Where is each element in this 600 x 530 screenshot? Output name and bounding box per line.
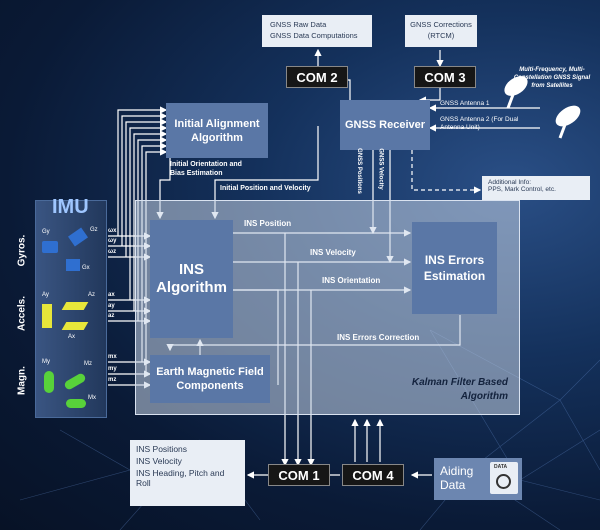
additional-info-detail: PPS, Mark Control, etc. [488,186,556,193]
com2-port: COM 2 [286,66,348,88]
com1-port: COM 1 [268,464,330,486]
initial-alignment-box: Initial Alignment Algorithm [166,103,268,158]
gnss-velocity-label: GNSS Velocity [377,148,384,190]
com4-port: COM 4 [342,464,404,486]
output-item: INS Velocity [136,456,182,466]
kalman-label: Kalman Filter Based Algorithm [411,377,508,402]
gyro-label-x: Gx [82,265,90,271]
initial-orientation-label: Initial Orientation and Bias Estimation [170,161,242,177]
satellite-dish-icon-2 [548,102,588,140]
initial-pos-vel-label: Initial Position and Velocity [220,185,311,192]
ins-errors-box: INS Errors Estimation [412,222,497,314]
ins-errors-correction-label: INS Errors Correction [337,333,420,342]
imu-group-accels: Accels. [16,295,28,332]
accel-label-z: Az [88,292,96,298]
gnss-receiver-box: GNSS Receiver [340,100,430,150]
gyro-label-y: Gy [42,229,50,235]
signal-my: my [108,366,117,372]
imu-title: IMU [52,196,89,218]
antenna1-label: GNSS Antenna 1 [440,100,490,107]
signal-mz: mz [108,377,117,383]
signal-ax: ax [108,292,115,298]
signal-wz: ωz [108,249,117,255]
gnss-corrections-box: GNSS Corrections (RTCM) [405,15,477,47]
signal-az: az [108,313,115,319]
signal-wx: ωx [108,228,117,234]
gyro-sensor-icon: Gy Gz Gx [40,225,100,280]
signal-ay: ay [108,303,115,309]
accel-label-x: Ax [68,334,76,340]
magn-label-y: My [42,359,50,365]
signal-mx: mx [108,354,117,360]
data-icon-text: DATA [494,464,508,470]
output-item: INS Heading, Pitch and Roll [136,468,225,488]
ins-orientation-label: INS Orientation [322,276,381,285]
gnss-computations-item: GNSS Data Computations [270,31,358,40]
magn-sensor-icon: My Mz Mx [40,355,100,415]
additional-info-box: Additional Info: PPS, Mark Control, etc. [482,176,590,200]
additional-info-title: Additional Info: [488,179,532,186]
output-item: INS Positions [136,444,188,454]
imu-group-magn: Magn. [16,366,28,395]
corrections-line1: GNSS Corrections [410,20,472,29]
gyro-label-z: Gz [90,227,98,233]
magn-label-x: Mx [88,395,96,401]
antenna2-label: GNSS Antenna 2 (For Dual Antenna Unit) [440,116,519,131]
earth-magnetic-box: Earth Magnetic Field Components [150,355,270,403]
accel-label-y: Ay [42,292,49,298]
aiding-data-label: Aiding Data [440,464,474,492]
gnss-raw-data-box: GNSS Raw Data GNSS Data Computations [262,15,372,47]
com3-port: COM 3 [414,66,476,88]
accel-sensor-icon: Ay Az Ax [40,290,100,345]
ins-algorithm-box: INS Algorithm [150,220,233,338]
imu-group-gyros: Gyros. [16,234,28,267]
satellite-signal-label: Multi-Frequency, Multi-Constellation GNS… [513,67,591,89]
data-device-icon: DATA [490,462,518,494]
corrections-line2: (RTCM) [427,31,455,40]
ins-velocity-label: INS Velocity [310,248,356,257]
outputs-box: INS Positions INS Velocity INS Heading, … [130,440,245,506]
gnss-raw-item: GNSS Raw Data [270,20,327,29]
magn-label-z: Mz [84,361,92,367]
satellite-dish-icon [496,72,532,110]
signal-wy: ωy [108,238,117,244]
ins-position-label: INS Position [244,219,292,228]
gnss-positions-label: GNSS Positions [355,148,362,194]
